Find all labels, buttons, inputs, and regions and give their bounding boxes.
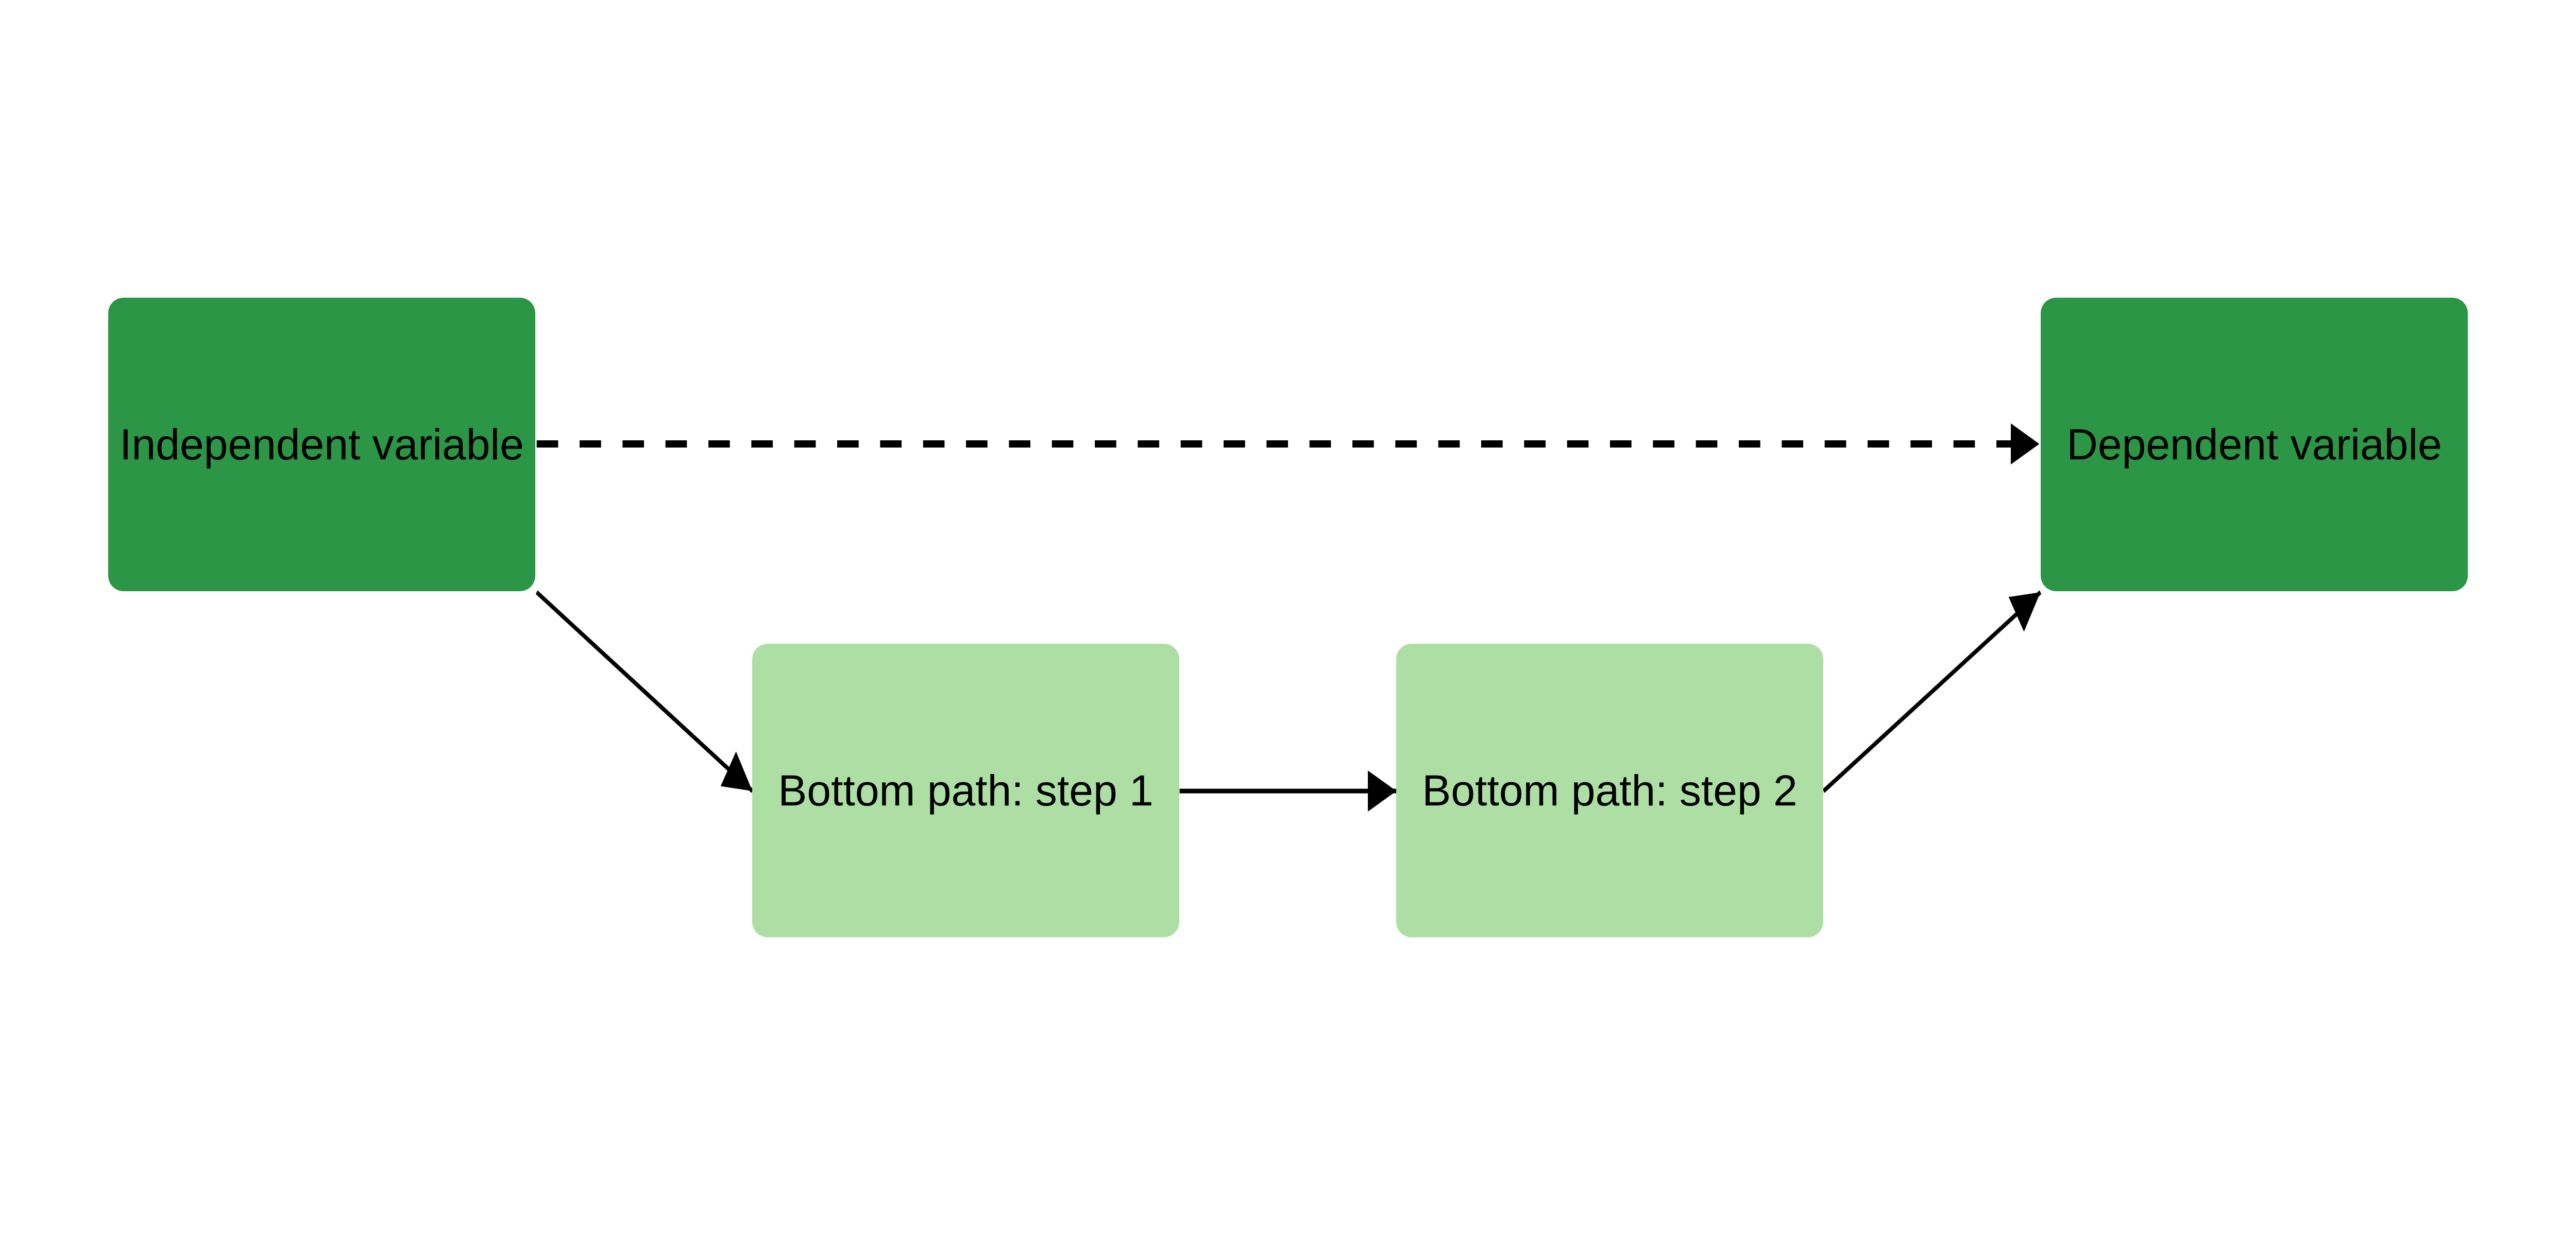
edge-step2-to-dependent (1822, 590, 2042, 793)
node-bottom-path-step-1: Bottom path: step 1 (752, 644, 1179, 937)
node-label: Dependent variable (2066, 420, 2442, 469)
edge-independent-to-step1 (535, 590, 754, 793)
node-label: Independent variable (120, 420, 524, 469)
node-dependent-variable: Dependent variable (2041, 298, 2468, 591)
node-label: Bottom path: step 2 (1422, 766, 1798, 815)
node-independent-variable: Independent variable (108, 298, 535, 591)
node-label: Bottom path: step 1 (778, 766, 1154, 815)
node-bottom-path-step-2: Bottom path: step 2 (1396, 644, 1823, 937)
